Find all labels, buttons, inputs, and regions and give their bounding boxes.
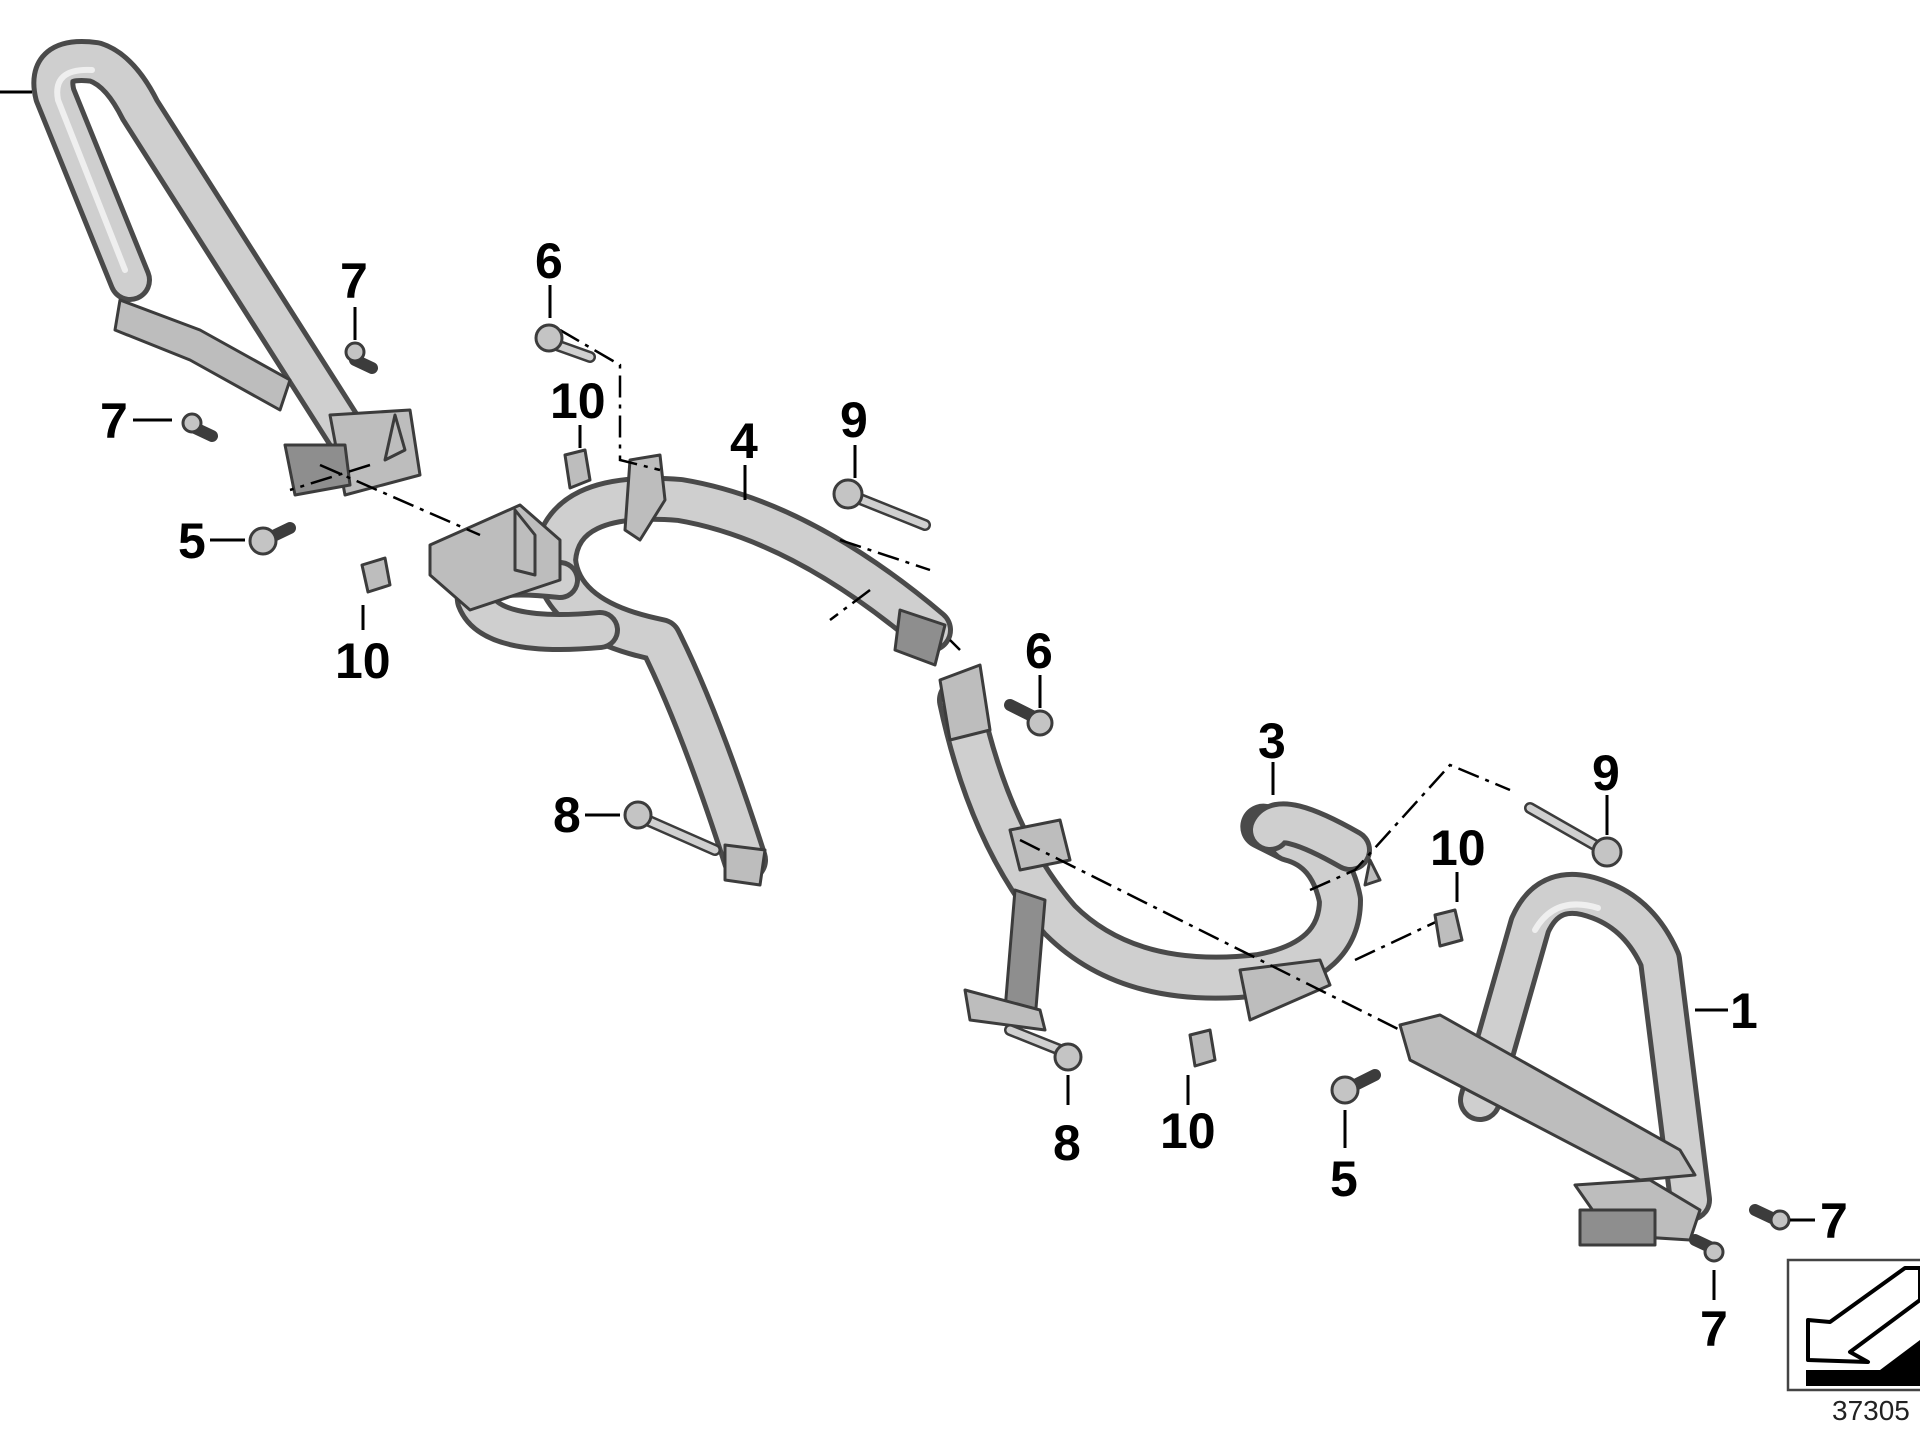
callout-7-bottom: 7 bbox=[1700, 1301, 1728, 1357]
callout-10-right: 10 bbox=[1430, 820, 1486, 876]
callout-9-upper: 9 bbox=[840, 392, 868, 448]
part-crash-bar-lower-right bbox=[1398, 871, 1712, 1247]
callout-10-bottom: 10 bbox=[1160, 1103, 1216, 1159]
callout-labels: 7 7 5 6 10 10 4 9 6 8 3 9 10 1 8 10 5 7 … bbox=[100, 233, 1848, 1357]
callout-9-right: 9 bbox=[1592, 745, 1620, 801]
assembly-axis-lines bbox=[289, 328, 1511, 1032]
callout-6-middle: 6 bbox=[1025, 623, 1053, 679]
callout-1: 1 bbox=[1730, 983, 1758, 1039]
callout-10-left: 10 bbox=[335, 633, 391, 689]
orientation-icon bbox=[1786, 1258, 1920, 1392]
callout-8-right: 8 bbox=[1053, 1115, 1081, 1171]
part-crash-bar-upper-left bbox=[31, 39, 422, 497]
callout-4: 4 bbox=[730, 413, 758, 469]
callout-10-upper: 10 bbox=[550, 373, 606, 429]
callout-7-upper: 7 bbox=[340, 253, 368, 309]
callout-7-right: 7 bbox=[1820, 1193, 1848, 1249]
document-number: 37305 bbox=[1832, 1395, 1910, 1426]
callout-5-left: 5 bbox=[178, 513, 206, 569]
callout-8-left: 8 bbox=[553, 787, 581, 843]
leader-lines bbox=[0, 90, 1815, 1300]
callout-3: 3 bbox=[1258, 713, 1286, 769]
callout-7-left: 7 bbox=[100, 393, 128, 449]
fasteners bbox=[181, 323, 1791, 1263]
callout-5-right: 5 bbox=[1330, 1151, 1358, 1207]
part-bar-4 bbox=[428, 453, 953, 887]
part-bar-3 bbox=[937, 663, 1382, 1032]
callout-6-upper: 6 bbox=[535, 233, 563, 289]
